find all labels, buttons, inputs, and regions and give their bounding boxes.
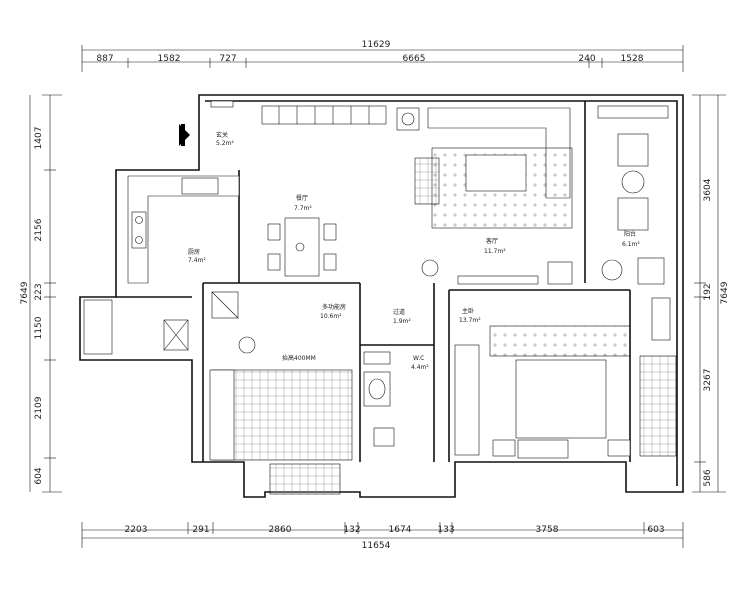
left-total-dimension: 7649 [20,281,30,304]
raised-label: 抬高400MM [282,354,316,362]
corridor-area: 1.9m² [393,318,411,325]
right-total-dimension: 7649 [720,281,730,304]
multi-room-furniture [209,291,353,495]
wall-cabinet-row [261,105,387,125]
top-dim-2: 1582 [158,54,181,64]
top-total-dimension: 11629 [362,40,391,50]
left-dim-6: 604 [34,467,44,484]
wc-area: 4.4m² [411,364,429,371]
bedroom-furniture [454,297,677,459]
wash-basin [363,371,391,407]
multi-area: 10.6m² [320,313,342,320]
left-dim-4: 1150 [34,316,44,339]
raised-platform [211,369,353,461]
cooktop [131,211,147,249]
wc-name: W.C [413,355,424,362]
balcony-area: 6.1m² [622,241,640,248]
dining-area: 7.7m² [294,205,312,212]
coffee-table [465,154,527,192]
toilet [373,427,395,447]
bedroom-area: 13.7m² [459,317,481,324]
living-room-furniture [396,107,573,285]
top-dim-6: 1528 [621,54,644,64]
right-dimension-line [692,94,726,493]
dining-name: 餐厅 [296,194,308,202]
left-dim-1: 1407 [34,127,44,150]
dining-table [267,217,337,277]
left-dim-2: 2156 [34,218,44,241]
living-area: 11.7m² [484,248,506,255]
kitchen-name: 厨房 [188,248,200,256]
bottom-dim-8: 603 [647,525,664,535]
kitchen-counter [83,175,240,355]
interior-walls [116,101,631,462]
bottom-dim-1: 2203 [125,525,148,535]
entry-door-marker [181,124,185,146]
left-dimension-line [29,94,62,493]
left-dim-5: 2109 [34,396,44,419]
kitchen-area: 7.4m² [188,257,206,264]
top-dim-5: 240 [578,54,595,64]
top-dim-3: 727 [219,54,236,64]
bay-window [269,463,341,495]
tv-unit [547,261,573,285]
left-dim-3: 223 [34,283,44,300]
bottom-dim-7: 3758 [536,525,559,535]
entrance-name: 玄关 [216,131,228,139]
bedroom-bay-window [639,355,677,457]
bottom-dim-4: 132 [343,525,360,535]
living-name: 客厅 [486,237,498,245]
bottom-dim-6: 133 [437,525,454,535]
balcony-furniture [597,105,669,285]
top-dim-1: 887 [96,54,113,64]
bathroom-fixtures [363,351,395,447]
bottom-dim-5: 1674 [389,525,412,535]
armchair [414,157,440,205]
kitchen-sink [181,177,219,195]
multi-name: 多功能房 [322,303,346,311]
bedroom-name: 主卧 [462,307,474,315]
corridor-name: 过道 [393,308,405,316]
bottom-dim-3: 2860 [269,525,292,535]
fridge-counter [83,299,113,355]
right-dim-3: 3267 [703,369,713,392]
right-dim-2: 192 [703,283,713,300]
bottom-dim-2: 291 [192,525,209,535]
right-dim-1: 3604 [703,178,713,201]
top-dim-4: 6665 [403,54,426,64]
bottom-dimension-line [81,522,684,548]
tv-cabinet [457,275,539,285]
balcony-name: 阳台 [624,230,636,238]
shoe-cabinet [210,100,234,108]
entrance-area: 5.2m² [216,140,234,147]
top-dimension-line [81,45,684,72]
bottom-total-dimension: 11654 [362,541,391,551]
wardrobe [454,344,480,456]
bed [515,359,607,439]
exterior-walls [79,94,684,498]
plant-decoration [421,259,439,277]
right-dim-4: 586 [703,469,713,486]
